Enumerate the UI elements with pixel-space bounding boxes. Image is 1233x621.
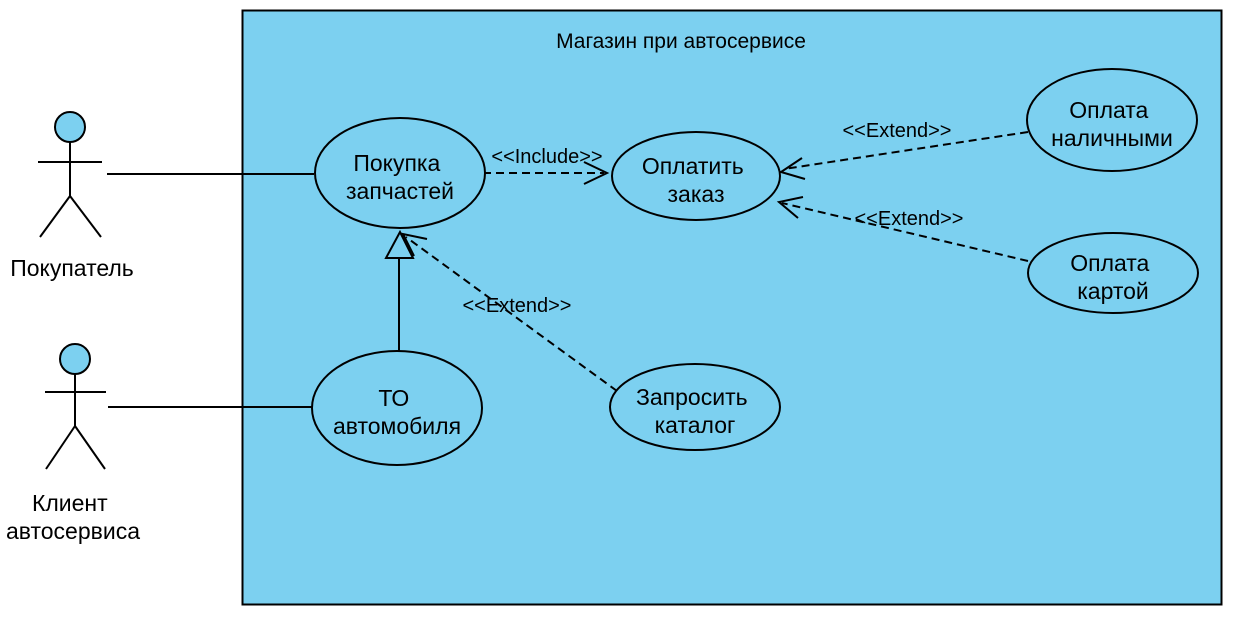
use-case-buy-parts-label: Покупка запчастей xyxy=(346,150,454,204)
extend-catalog-dashed-line xyxy=(405,236,618,392)
actor-buyer: Покупатель xyxy=(10,111,134,281)
extend-cash-dashed-line xyxy=(783,131,1029,170)
use-case-request-catalog-ellipse xyxy=(609,363,781,451)
actor-buyer-right-leg xyxy=(69,195,102,238)
actor-client-label-line2: автосервиса xyxy=(6,518,140,544)
use-case-pay-order-ellipse xyxy=(611,131,781,221)
use-case-car-service-line1: ТО xyxy=(378,385,409,411)
use-case-pay-order-label: Оплатить заказ xyxy=(642,153,750,207)
use-case-pay-cash-line1: Оплата xyxy=(1069,97,1148,123)
use-case-pay-card: Оплата картой xyxy=(1027,232,1199,314)
extend-card-dashed-line xyxy=(781,202,1029,262)
actor-buyer-head-icon xyxy=(54,111,86,143)
extend-catalog-label: <<Extend>> xyxy=(463,295,572,317)
open-arrowhead-icon xyxy=(778,157,806,180)
open-arrowhead-icon xyxy=(776,196,804,219)
use-case-pay-cash-line2: наличными xyxy=(1051,125,1173,151)
actor-client-head-icon xyxy=(59,343,91,375)
use-case-pay-order: Оплатить заказ xyxy=(611,131,781,221)
include-label: <<Include>> xyxy=(491,146,602,168)
extend-pay-card-pay-order: <<Extend>> xyxy=(776,196,1029,262)
use-case-buy-parts-ellipse xyxy=(314,117,486,229)
use-case-pay-card-label: Оплата картой xyxy=(1070,250,1156,304)
use-case-pay-order-line2: заказ xyxy=(668,181,725,207)
system-title: Магазин при автосервисе xyxy=(556,30,806,53)
actor-client-left-leg xyxy=(45,425,76,470)
use-case-car-service-ellipse xyxy=(311,350,483,466)
use-case-buy-parts: Покупка запчастей xyxy=(314,117,486,229)
use-case-request-catalog-line1: Запросить xyxy=(636,384,748,410)
actor-buyer-left-leg xyxy=(39,195,71,238)
use-case-request-catalog: Запросить каталог xyxy=(609,363,781,451)
use-case-pay-cash-label: Оплата наличными xyxy=(1051,97,1173,151)
extend-card-label: <<Extend>> xyxy=(855,208,964,230)
actor-client-label-line1: Клиент xyxy=(32,490,108,516)
use-case-pay-card-ellipse xyxy=(1027,232,1199,314)
extend-pay-cash-pay-order: <<Extend>> xyxy=(778,120,1029,180)
use-case-car-service: ТО автомобиля xyxy=(311,350,483,466)
use-case-buy-parts-line1: Покупка xyxy=(353,150,440,176)
include-buy-parts-pay-order: <<Include>> xyxy=(483,146,610,185)
use-case-pay-cash-ellipse xyxy=(1026,68,1198,172)
use-case-car-service-label: ТО автомобиля xyxy=(333,385,461,439)
use-case-pay-card-line2: картой xyxy=(1077,278,1149,304)
open-arrowhead-icon xyxy=(583,161,610,185)
actor-client-right-leg xyxy=(74,425,106,470)
actor-client-label: Клиент автосервиса xyxy=(6,490,140,544)
open-arrowhead-icon xyxy=(401,232,428,257)
use-case-pay-cash: Оплата наличными xyxy=(1026,68,1198,172)
actor-buyer-label: Покупатель xyxy=(10,255,134,281)
use-case-car-service-line2: автомобиля xyxy=(333,413,461,439)
use-case-pay-card-line1: Оплата xyxy=(1070,250,1149,276)
extend-request-catalog-buy-parts: <<Extend>> xyxy=(401,232,618,392)
use-case-request-catalog-line2: каталог xyxy=(655,412,736,438)
extend-cash-label: <<Extend>> xyxy=(843,120,952,142)
generalization-car-service-buy-parts xyxy=(384,229,415,351)
generalization-triangle-icon xyxy=(384,229,415,259)
use-case-request-catalog-label: Запросить каталог xyxy=(636,384,754,438)
use-case-buy-parts-line2: запчастей xyxy=(346,178,454,204)
actor-client: Клиент автосервиса xyxy=(6,343,140,544)
use-case-pay-order-line1: Оплатить xyxy=(642,153,744,179)
